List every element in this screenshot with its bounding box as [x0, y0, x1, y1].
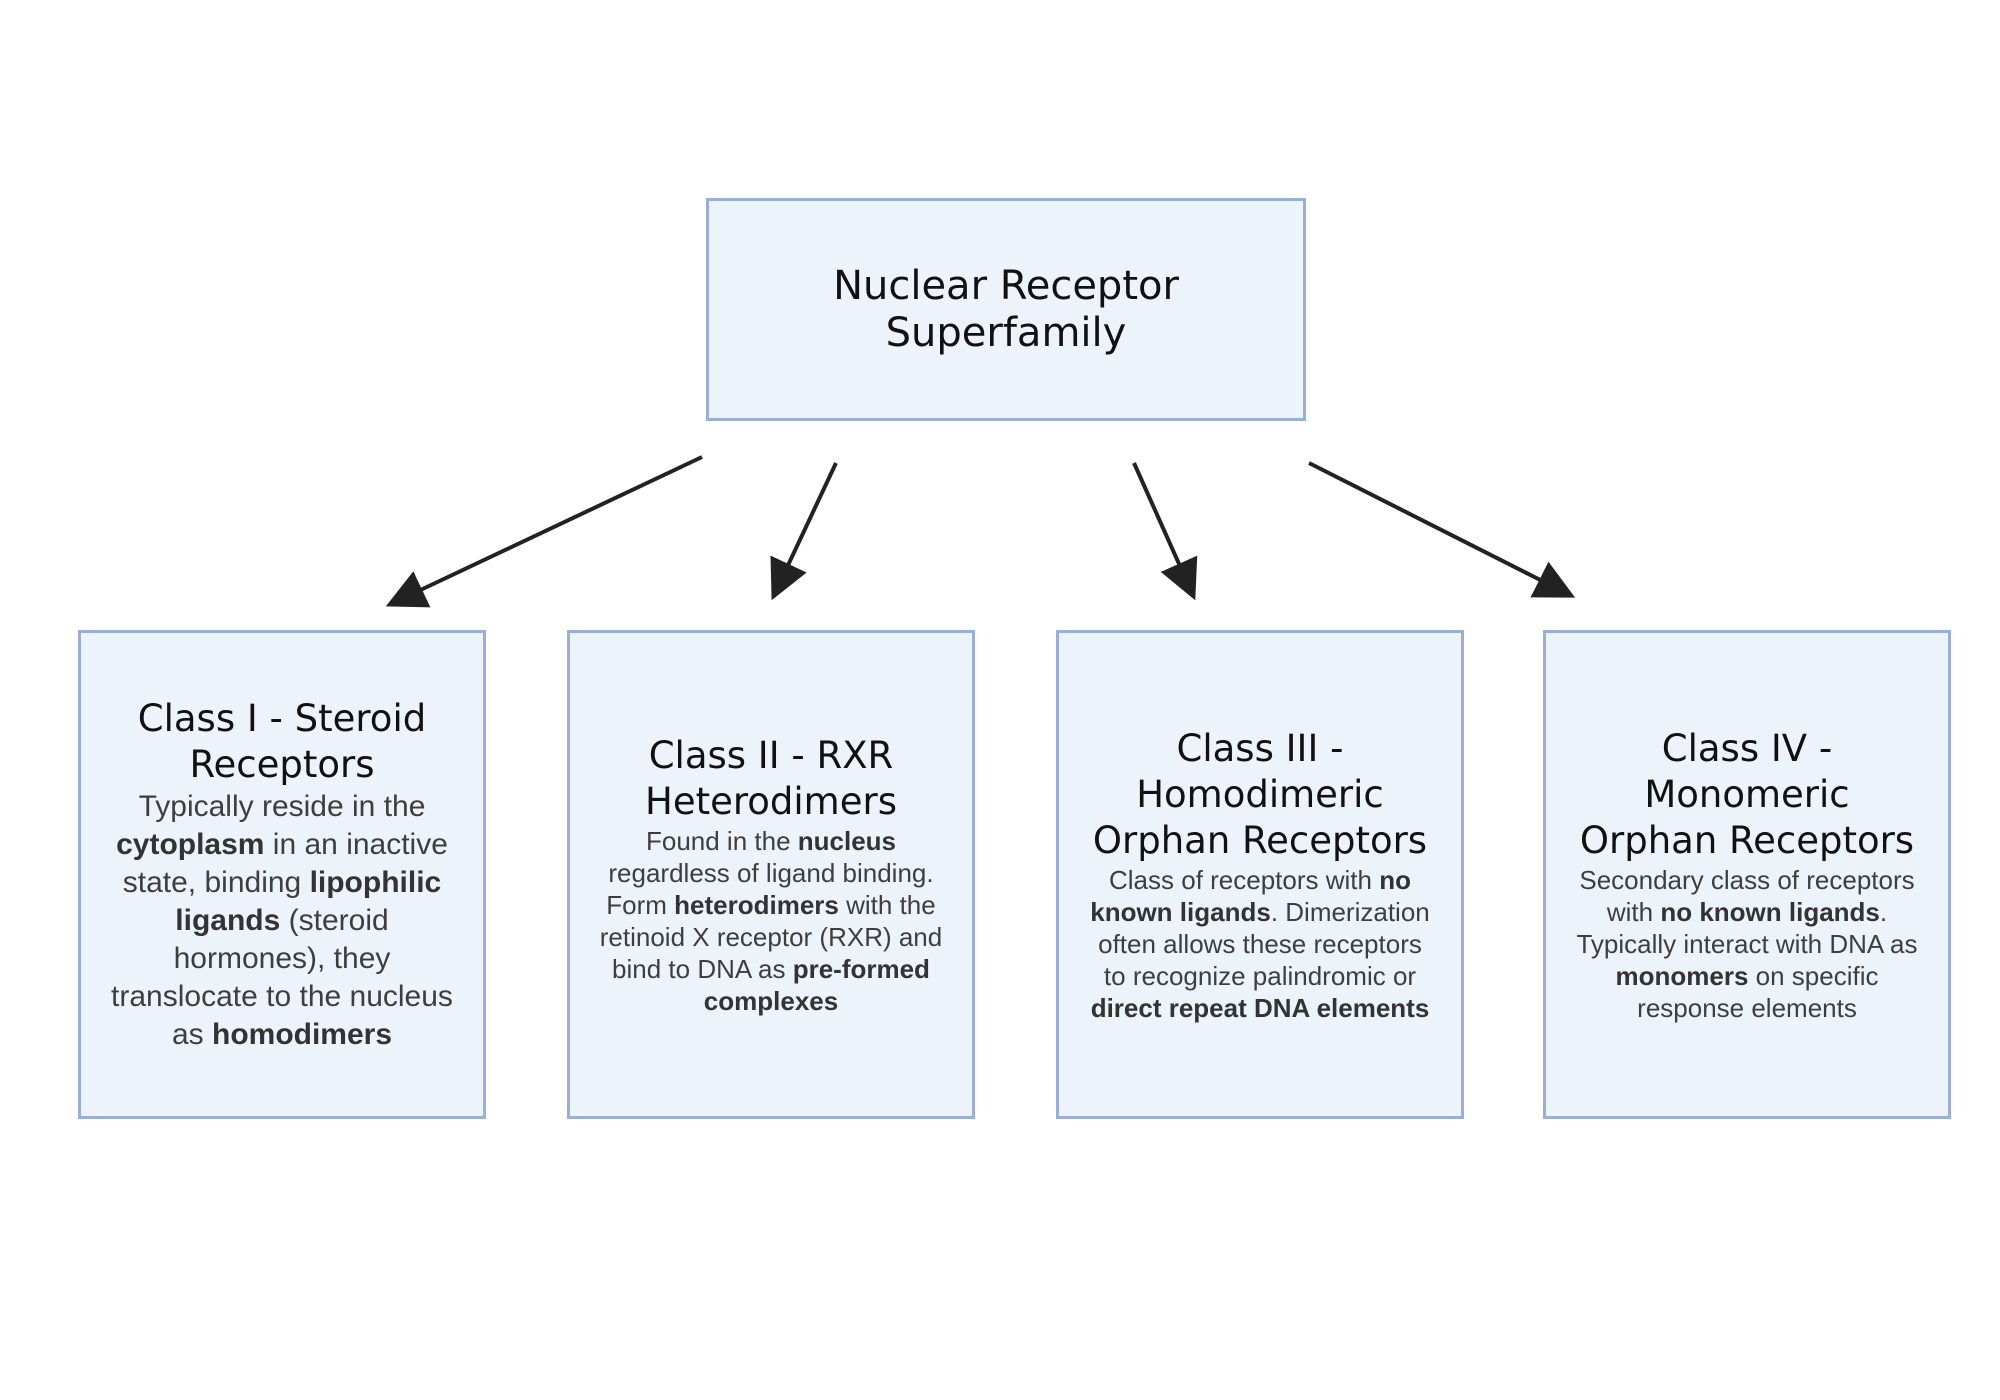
root-title-line1: Nuclear Receptor — [833, 262, 1179, 309]
root-title-line2: Superfamily — [885, 309, 1127, 356]
arrow-to-class3 — [1132, 462, 1198, 601]
description-text: . Typically interact with DNA as — [1576, 896, 1918, 959]
description-emphasis: cytoplasm — [116, 827, 265, 861]
description-text: Class of receptors with — [1109, 864, 1380, 895]
class3-box: Class III - Homodimeric Orphan Receptors… — [1056, 630, 1464, 1119]
class1-description: Typically reside in the cytoplasm in an … — [109, 788, 455, 1054]
root-node-box: Nuclear Receptor Superfamily — [706, 198, 1306, 421]
arrow-to-class2 — [770, 462, 838, 601]
description-text: on specific response elements — [1637, 960, 1879, 1023]
class1-box: Class I - Steroid Receptors Typically re… — [78, 630, 486, 1119]
description-emphasis: direct repeat DNA elements — [1090, 992, 1430, 1023]
description-text: Typically reside in the — [138, 789, 426, 823]
root-node-title: Nuclear Receptor Superfamily — [833, 263, 1179, 357]
description-emphasis: lipophilic ligands — [175, 865, 442, 937]
description-emphasis: monomers — [1615, 960, 1749, 991]
class4-title: Class IV - Monomeric Orphan Receptors — [1579, 726, 1915, 862]
description-text: . Dimerization often allows these recept… — [1098, 896, 1430, 991]
description-emphasis: heterodimers — [674, 889, 839, 920]
class2-description: Found in the nucleus regardless of ligan… — [598, 825, 944, 1017]
class2-title: Class II - RXR Heterodimers — [645, 733, 897, 823]
arrow-to-class4 — [1308, 461, 1576, 598]
arrow-to-class1 — [385, 455, 703, 608]
class3-description: Class of receptors with no known ligands… — [1087, 864, 1433, 1024]
description-emphasis: no known ligands — [1090, 864, 1411, 927]
class3-title: Class III - Homodimeric Orphan Receptors — [1092, 726, 1428, 862]
class2-box: Class II - RXR Heterodimers Found in the… — [567, 630, 975, 1119]
description-emphasis: homodimers — [212, 1017, 393, 1051]
description-text: Found in the — [645, 825, 798, 856]
description-emphasis: no known ligands — [1660, 896, 1880, 927]
description-text: Secondary class of receptors with — [1579, 864, 1915, 927]
class1-title: Class I - Steroid Receptors — [137, 696, 427, 786]
class4-description: Secondary class of receptors with no kno… — [1574, 864, 1920, 1024]
description-emphasis: nucleus — [797, 825, 897, 856]
class4-box: Class IV - Monomeric Orphan Receptors Se… — [1543, 630, 1951, 1119]
description-text: with the retinoid X receptor (RXR) and b… — [599, 889, 943, 984]
description-text: (steroid hormones), they translocate to … — [111, 903, 453, 1051]
description-emphasis: pre-formed complexes — [703, 953, 930, 1016]
description-text: in an inactive state, binding — [122, 827, 448, 899]
description-text: regardless of ligand binding. Form — [606, 857, 934, 920]
